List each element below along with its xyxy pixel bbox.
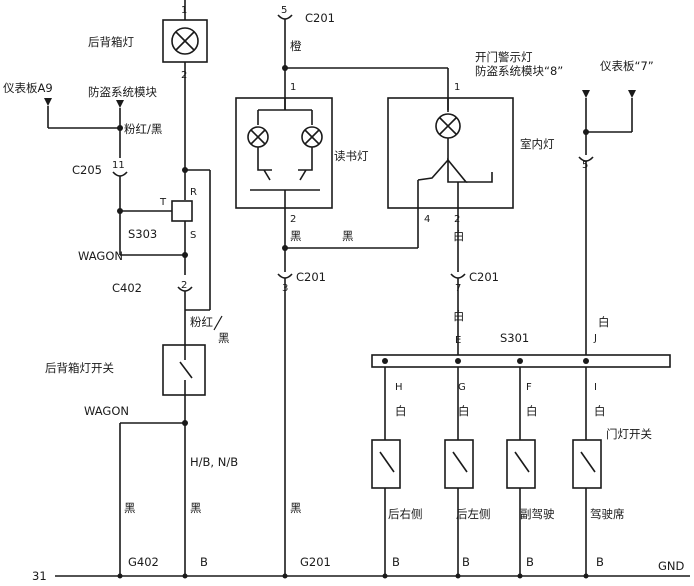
s303-label: S303 <box>128 227 157 241</box>
pin-label: R <box>190 187 197 198</box>
interior-lamp <box>387 97 514 209</box>
c205-label: C205 <box>72 163 102 177</box>
reading-lamp <box>235 97 333 209</box>
wagon-label: WAGON <box>78 249 123 263</box>
pin-label: H <box>395 382 403 393</box>
connector-arrow <box>44 98 52 106</box>
pin-label: S <box>190 230 196 241</box>
ground-label: B <box>596 555 604 569</box>
wire-color: 黑 <box>190 501 202 515</box>
c402-label: C402 <box>112 281 142 295</box>
pin-label: J <box>593 333 597 344</box>
trunk-switch-label: 后背箱灯开关 <box>45 361 114 375</box>
switch-label: 后左侧 <box>456 507 491 521</box>
dash-a9-label: 仪表板A9 <box>3 81 53 95</box>
pin-label: 2 <box>181 280 187 291</box>
wire-color: 白 <box>453 229 465 243</box>
pin-label: 5 <box>582 160 588 171</box>
s303-switch <box>171 200 193 222</box>
wire-color: 白 <box>526 404 538 418</box>
wagon-label: WAGON <box>84 404 129 418</box>
connector-c201-mid <box>277 273 293 279</box>
reading-lamp-label: 读书灯 <box>334 149 369 163</box>
wire-color: 橙 <box>290 39 302 53</box>
door-switch-passenger <box>506 367 536 576</box>
trunk-lamp-switch <box>162 344 206 396</box>
pin-label: F <box>526 382 532 393</box>
ground-label: B <box>526 555 534 569</box>
door-warning-label: 开门警示灯 <box>475 50 533 64</box>
wire-color: 粉红 <box>190 315 213 329</box>
pin-label: 2 <box>181 70 187 81</box>
switch-label: 副驾驶 <box>520 507 555 521</box>
switch-label: 后右侧 <box>388 507 423 521</box>
s301-bus <box>371 354 671 368</box>
pin-label: 5 <box>281 5 287 16</box>
door-switch-rear-left <box>444 367 474 576</box>
ground-label: G201 <box>300 555 331 569</box>
wire-color: 白 <box>453 309 465 323</box>
pin-label: 1 <box>290 82 296 93</box>
wire-color: 白 <box>598 315 610 329</box>
wire-color: H/B, N/B <box>190 455 238 469</box>
ground-label: B <box>392 555 400 569</box>
pin-label: 2 <box>454 214 460 225</box>
anti-theft-8-label: 防盗系统模块“8” <box>475 64 563 78</box>
connector-c205 <box>112 171 128 177</box>
anti-theft-label: 防盗系统模块 <box>88 85 157 99</box>
interior-lamp-label: 室内灯 <box>520 137 555 151</box>
connector-c201-right <box>450 273 466 279</box>
c201-label: C201 <box>469 270 499 284</box>
pin-label: I <box>594 382 597 393</box>
pin-label: 2 <box>290 214 296 225</box>
s301-label: S301 <box>500 331 529 345</box>
ground-31-label: 31 <box>32 569 47 583</box>
gnd-label: GND <box>658 559 685 573</box>
connector-arrow <box>582 90 590 98</box>
wire-color: 白 <box>395 404 407 418</box>
pin-label: E <box>455 335 461 346</box>
door-switch-label: 门灯开关 <box>606 427 652 441</box>
trunk-lamp-label: 后背箱灯 <box>88 35 134 49</box>
pin-label: 1 <box>454 82 460 93</box>
connector-arrow <box>116 100 124 108</box>
ground-label: B <box>462 555 470 569</box>
wire-color: 白 <box>458 404 470 418</box>
wire-color: 白 <box>594 404 606 418</box>
ground-label: B <box>200 555 208 569</box>
connector-arrow <box>628 90 636 98</box>
wire-color: 黑 <box>124 501 136 515</box>
pin-label: T <box>159 197 167 208</box>
pin-label: 11 <box>112 160 125 171</box>
door-switch-driver <box>572 367 602 576</box>
switch-label: 驾驶席 <box>590 507 625 521</box>
wire-color: 黑 <box>290 501 302 515</box>
wire-color: 黑 <box>342 229 354 243</box>
c201-label: C201 <box>296 270 326 284</box>
pin-label: G <box>458 382 466 393</box>
c201-label: C201 <box>305 11 335 25</box>
ground-label: G402 <box>128 555 159 569</box>
dash-7-label: 仪表板“7” <box>600 59 654 73</box>
wire-color: 黑 <box>218 331 230 345</box>
wire-color: 粉红/黑 <box>124 122 162 136</box>
pin-label: 1 <box>181 5 187 16</box>
wire-color: 黑 <box>290 229 302 243</box>
pin-label: 4 <box>424 214 430 225</box>
door-switch-rear-right <box>371 367 401 576</box>
